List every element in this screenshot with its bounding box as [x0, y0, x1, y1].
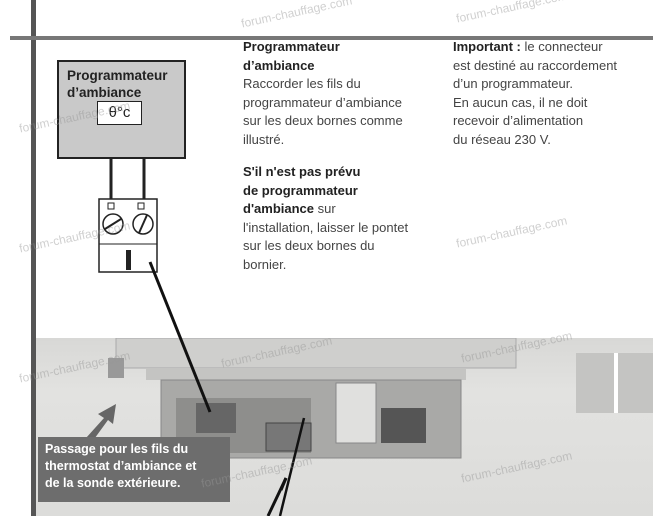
box-title: Programmateur — [67, 68, 168, 83]
text-line: Raccorder les fils du — [243, 76, 361, 91]
margin-rule — [31, 0, 36, 516]
text-line: le connecteur — [520, 39, 603, 54]
important-label: Important : — [453, 39, 521, 54]
arrow-icon — [86, 404, 116, 442]
text-line: sur — [314, 201, 336, 216]
important-column: Important : le connecteur est destiné au… — [453, 38, 653, 149]
text-line: du réseau 230 V. — [453, 131, 551, 147]
caption-line: Passage pour les fils du — [45, 442, 189, 456]
text-line: recevoir d’alimentation — [453, 113, 584, 128]
text-line: illustré. — [243, 131, 285, 147]
text-line: sur les deux bornes du — [243, 238, 375, 253]
photo-caption: Passage pour les fils du thermostat d’am… — [38, 437, 230, 502]
box-title: d’ambiance — [67, 85, 142, 100]
note-heading: de programmateur — [243, 182, 358, 198]
header-rule — [10, 36, 653, 40]
text-line: programmateur d’ambiance — [243, 94, 402, 110]
heading: Programmateur — [243, 39, 340, 54]
text-line: l'installation, laisser le pontet — [243, 219, 409, 235]
text-line: bornier. — [243, 256, 287, 272]
instructions-column: Programmateur d’ambiance Raccorder les f… — [243, 38, 443, 274]
note-heading: S'il n'est pas prévu — [243, 164, 361, 179]
heading: d’ambiance — [243, 57, 315, 73]
text-line: sur les deux bornes comme — [243, 113, 403, 128]
text-line: En aucun cas, il ne doit — [453, 94, 588, 110]
caption-line: de la sonde extérieure. — [45, 476, 181, 490]
caption-line: thermostat d’ambiance et — [45, 459, 197, 473]
text-line: d’un programmateur. — [453, 76, 573, 91]
thermostat-display: θ°c — [97, 101, 142, 125]
note-heading: d'ambiance — [243, 201, 315, 216]
text-line: est destiné au raccordement — [453, 57, 618, 73]
